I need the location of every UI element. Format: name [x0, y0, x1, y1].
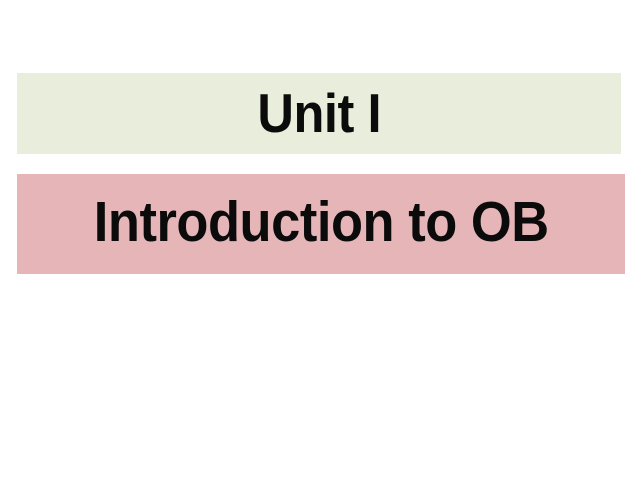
topic-title-text: Introduction to OB	[93, 189, 549, 254]
topic-title-banner: Introduction to OB	[17, 174, 625, 274]
slide-body-content	[17, 274, 625, 478]
unit-title-text: Unit I	[257, 82, 381, 144]
unit-title-banner: Unit I	[17, 73, 621, 154]
